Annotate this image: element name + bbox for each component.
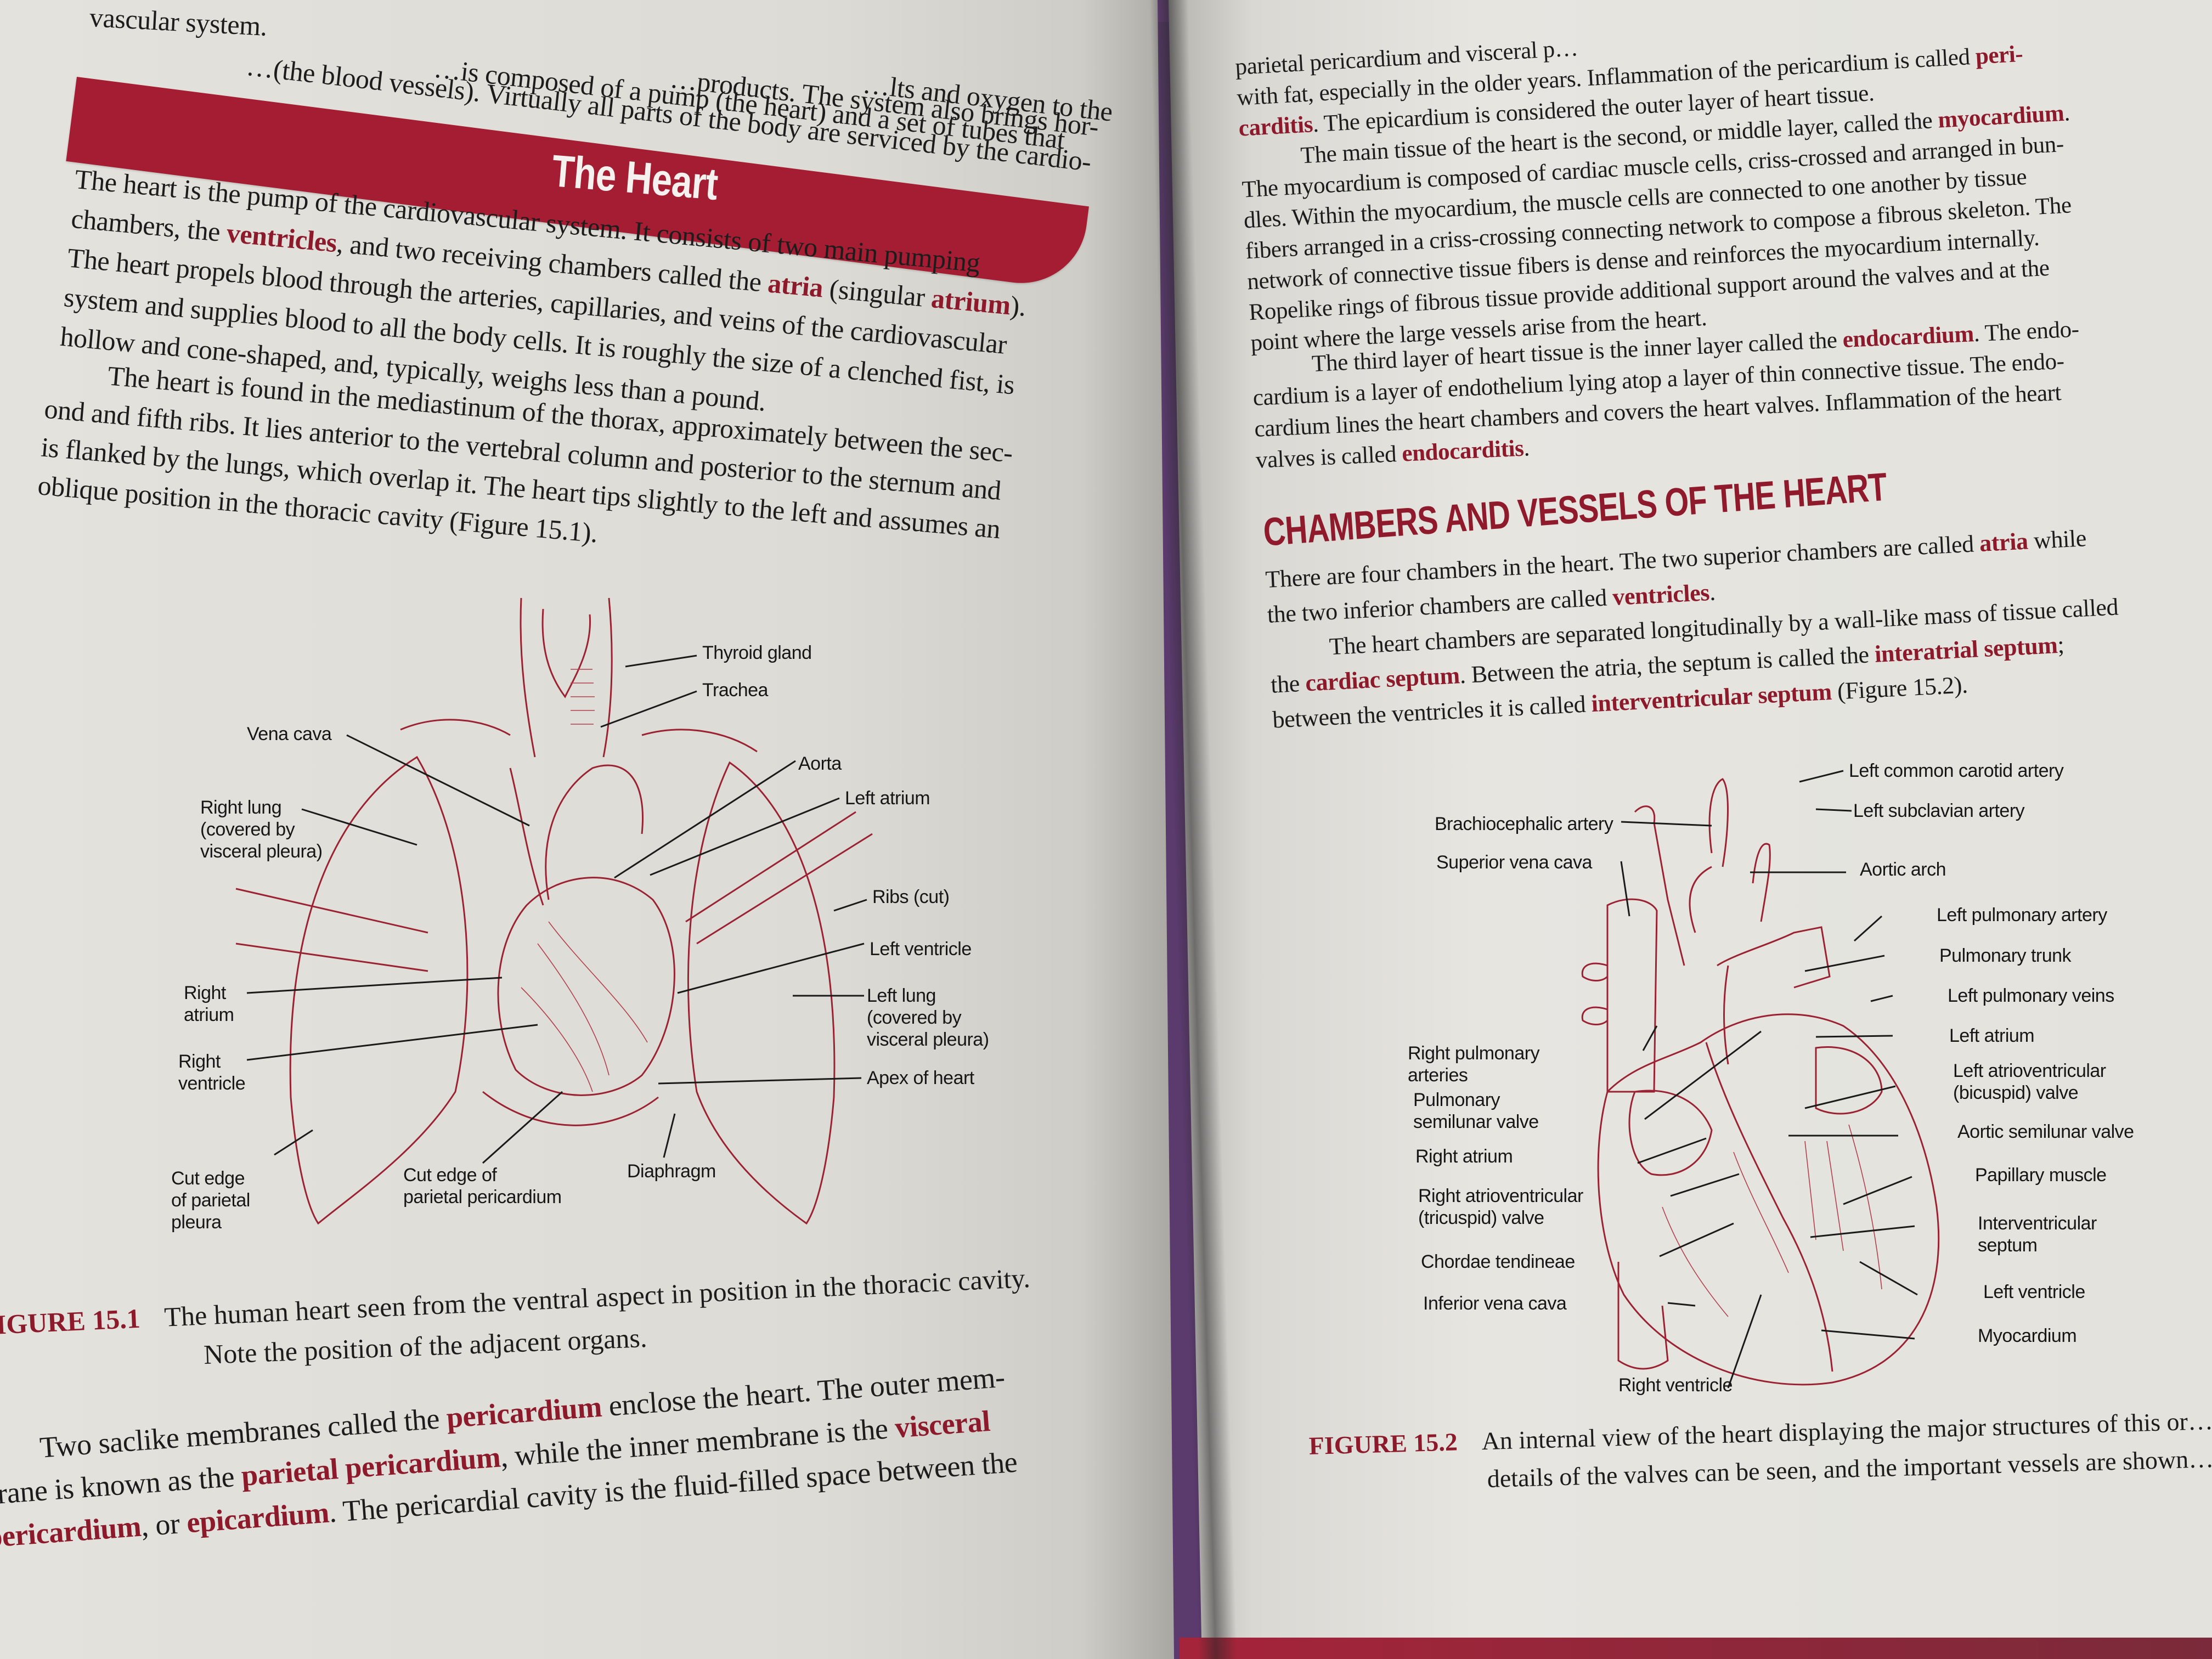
label-left-atrium: Left atrium bbox=[845, 788, 930, 809]
label-aorta: Aorta bbox=[798, 753, 842, 774]
label-left-pulmonary-veins: Left pulmonary veins bbox=[1948, 985, 2114, 1006]
label-left-ventricle: Left ventricle bbox=[870, 939, 972, 960]
keyword: visceral bbox=[894, 1404, 991, 1444]
label-pulmonary-semilunar-valve: Pulmonary semilunar valve bbox=[1413, 1090, 1539, 1132]
label-ribs-cut: Ribs (cut) bbox=[872, 887, 950, 907]
label-aortic-semilunar-valve: Aortic semilunar valve bbox=[1957, 1121, 2134, 1142]
label-vena-cava: Vena cava bbox=[247, 724, 332, 744]
label-left-lung: Left lung (covered by visceral pleura) bbox=[867, 985, 989, 1050]
label-left-atrium: Left atrium bbox=[1949, 1025, 2035, 1046]
figure-number: FIGURE 15.2 bbox=[1308, 1427, 1458, 1460]
right-page: parietal pericardium and visceral p… wit… bbox=[1169, 0, 2212, 1638]
label-right-pulmonary-arteries: Right pulmonary arteries bbox=[1408, 1043, 1540, 1086]
keyword: pericardium bbox=[0, 1509, 143, 1554]
keyword: epicardium bbox=[185, 1496, 330, 1539]
label-cut-edge-parietal-pericardium: Cut edge of parietal pericardium bbox=[403, 1165, 562, 1207]
figure-15-1: Thyroid gland Trachea Vena cava Aorta Le… bbox=[0, 0, 1174, 1262]
label-thyroid-gland: Thyroid gland bbox=[702, 642, 812, 663]
label-right-atrium: Right atrium bbox=[184, 983, 234, 1025]
label-interventricular-septum: Interventricular septum bbox=[1978, 1213, 2097, 1256]
label-trachea: Trachea bbox=[702, 680, 768, 701]
label-inferior-vena-cava: Inferior vena cava bbox=[1423, 1293, 1567, 1314]
label-apex-of-heart: Apex of heart bbox=[867, 1068, 974, 1088]
label-cut-edge-parietal-pleura: Cut edge of parietal pleura bbox=[171, 1168, 250, 1233]
book-cover-edge bbox=[1180, 1638, 2212, 1659]
label-myocardium: Myocardium bbox=[1978, 1325, 2077, 1346]
figure-number: FIGURE 15.1 bbox=[0, 1302, 141, 1341]
left-page: …lts and oxygen to the …products. The sy… bbox=[0, 0, 1174, 1659]
label-pulmonary-trunk: Pulmonary trunk bbox=[1939, 945, 2072, 966]
thoracic-heart-illustration bbox=[235, 597, 873, 1225]
label-brachiocephalic-artery: Brachiocephalic artery bbox=[1435, 814, 1613, 834]
label-right-atrium: Right atrium bbox=[1415, 1146, 1513, 1167]
label-aortic-arch: Aortic arch bbox=[1860, 859, 1946, 880]
label-left-ventricle: Left ventricle bbox=[1983, 1282, 2085, 1302]
label-right-atrioventricular-valve: Right atrioventricular (tricuspid) valve bbox=[1418, 1186, 1583, 1228]
label-diaphragm: Diaphragm bbox=[627, 1161, 716, 1182]
label-left-common-carotid-artery: Left common carotid artery bbox=[1849, 760, 2064, 781]
label-left-pulmonary-artery: Left pulmonary artery bbox=[1937, 905, 2107, 926]
label-chordae-tendineae: Chordae tendineae bbox=[1421, 1251, 1575, 1272]
label-left-subclavian-artery: Left subclavian artery bbox=[1853, 800, 2025, 821]
label-papillary-muscle: Papillary muscle bbox=[1975, 1165, 2107, 1186]
figure-15-2: Left common carotid artery Left subclavi… bbox=[1169, 0, 2212, 1481]
label-right-lung: Right lung (covered by visceral pleura) bbox=[200, 797, 323, 862]
label-right-ventricle: Right ventricle bbox=[1618, 1375, 1733, 1396]
label-superior-vena-cava: Superior vena cava bbox=[1436, 852, 1592, 873]
label-left-atrioventricular-valve: Left atrioventricular (bicuspid) valve bbox=[1953, 1060, 2106, 1103]
heart-internal-illustration bbox=[1581, 770, 1940, 1389]
keyword: pericardium bbox=[445, 1390, 603, 1435]
label-right-ventricle: Right ventricle bbox=[178, 1051, 246, 1094]
